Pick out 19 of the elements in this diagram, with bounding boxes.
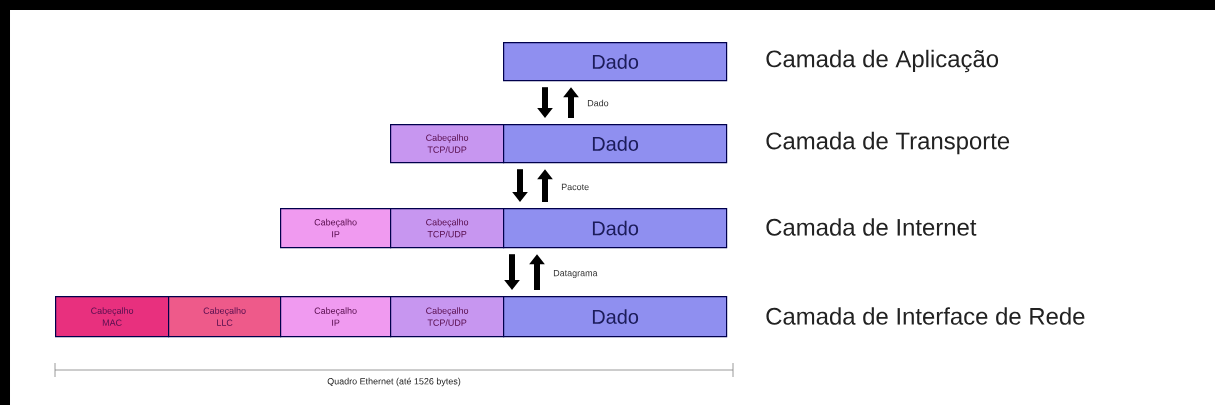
data-cell: Dado <box>503 208 728 249</box>
edge-label: Dado <box>586 98 610 108</box>
header-cell: Cabeçalho TCP/UDP <box>390 208 505 249</box>
dimension-label: Quadro Ethernet (até 1526 bytes) <box>327 377 461 387</box>
header-cell: Cabeçalho MAC <box>55 296 170 338</box>
data-cell: Dado <box>503 124 728 164</box>
edge-label: Datagrama <box>552 269 599 279</box>
header-cell: Cabeçalho TCP/UDP <box>390 124 505 164</box>
edge-label: Pacote <box>560 182 591 192</box>
data-cell: Dado <box>503 296 728 338</box>
layer-label: Camada de Aplicação <box>766 49 999 73</box>
header-cell: Cabeçalho LLC <box>168 296 282 338</box>
layer-label: Camada de Internet <box>766 218 977 236</box>
layer-label: Camada de Transporte <box>766 131 1010 155</box>
data-cell: Dado <box>503 42 728 82</box>
header-cell: Cabeçalho TCP/UDP <box>390 296 505 338</box>
header-cell: Cabeçalho IP <box>280 208 392 249</box>
layer-label: Camada de Interface de Rede <box>766 307 1085 325</box>
header-cell: Cabeçalho IP <box>280 296 392 338</box>
